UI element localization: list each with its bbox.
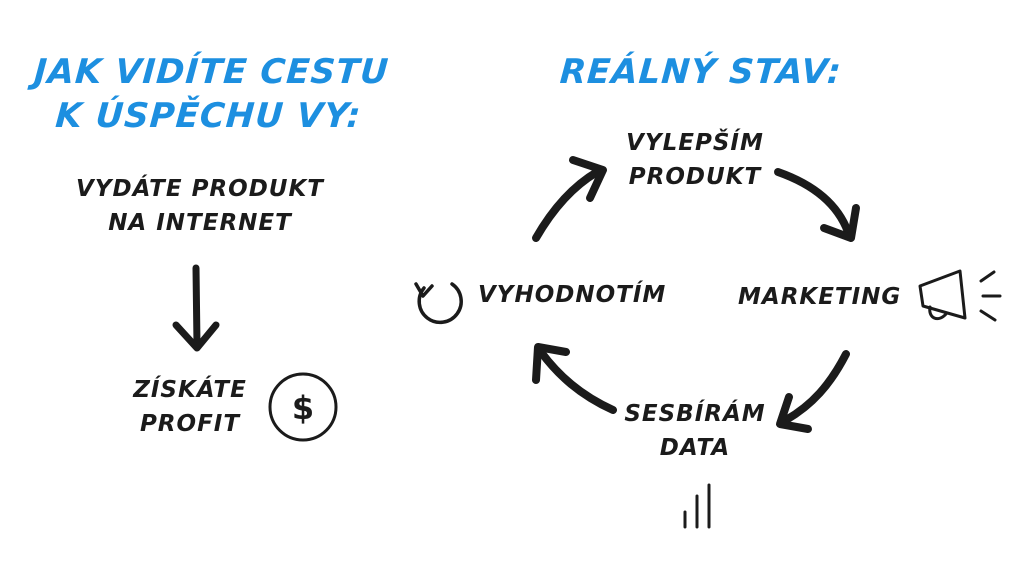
cycle-node-collect-data: SESBÍRÁM DATA [605, 397, 785, 465]
left-heading-line-2: K ÚSPĚCHU VY: [54, 96, 363, 136]
step-publish-line-2: NA INTERNET [108, 210, 292, 236]
cycle-top-line-2: PRODUKT [628, 164, 762, 190]
cycle-bottom-line-1: SESBÍRÁM [624, 401, 766, 427]
cycle-node-marketing: MARKETING [738, 280, 902, 314]
dollar-coin-icon: $ [268, 372, 338, 442]
step-profit-line-1: ZÍSKÁTE [133, 377, 247, 403]
megaphone-icon [918, 269, 1002, 322]
cycle-arrow-icon [532, 156, 607, 242]
step-profit-line-2: PROFIT [139, 411, 241, 437]
cycle-arrow-icon [774, 168, 860, 242]
cycle-node-evaluate: VYHODNOTÍM [478, 278, 667, 312]
cycle-arrow-icon [532, 343, 617, 414]
svg-text:$: $ [292, 389, 314, 427]
bar-chart-icon [683, 483, 711, 529]
left-heading: JAK VIDÍTE CESTU K ÚSPĚCHU VY: [17, 50, 403, 138]
step-publish-product: VYDÁTE PRODUKT NA INTERNET [60, 172, 340, 240]
cycle-arrow-icon [776, 350, 850, 433]
arrow-down-icon [172, 264, 220, 352]
right-heading-text: REÁLNÝ STAV: [558, 52, 844, 92]
cycle-left-label: VYHODNOTÍM [478, 282, 667, 308]
cycle-right-label: MARKETING [738, 284, 902, 310]
step-publish-line-1: VYDÁTE PRODUKT [76, 176, 324, 202]
right-heading: REÁLNÝ STAV: [558, 50, 844, 94]
cycle-bottom-line-2: DATA [659, 435, 731, 461]
step-get-profit: ZÍSKÁTE PROFIT [120, 373, 260, 441]
cycle-top-line-1: VYLEPŠÍM [626, 130, 764, 156]
cycle-node-improve-product: VYLEPŠÍM PRODUKT [600, 126, 790, 194]
refresh-icon [414, 282, 463, 325]
left-heading-line-1: JAK VIDÍTE CESTU [32, 52, 391, 92]
